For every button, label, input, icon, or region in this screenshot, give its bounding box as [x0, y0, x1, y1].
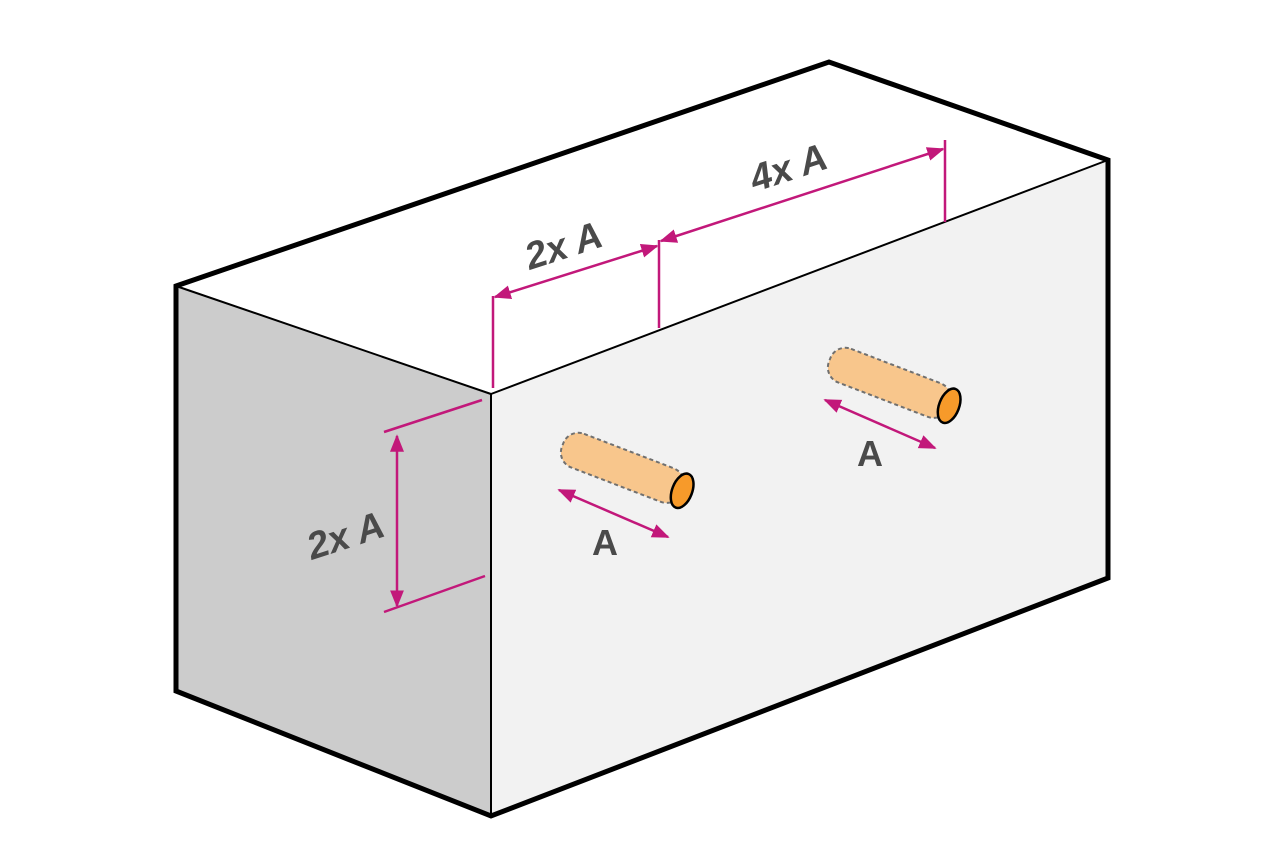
dowel-end — [669, 472, 695, 510]
edge-top-side — [175, 285, 492, 395]
label-dowel-2-A: A — [857, 433, 883, 474]
top-dimension — [491, 140, 947, 388]
edge-top-front — [490, 159, 1109, 395]
dowel-end — [936, 387, 962, 425]
side-face — [176, 286, 491, 816]
dim-arrow-4xA — [659, 147, 945, 243]
front-face — [491, 160, 1108, 816]
side-dimension — [383, 398, 486, 614]
side-extension-top — [383, 398, 483, 434]
top-face — [176, 62, 1108, 394]
dim-arrow-2xA — [493, 244, 659, 299]
block-outline — [173, 59, 1111, 819]
label-dowel-1-A: A — [592, 522, 618, 563]
dowel-2-dim-arrow — [823, 398, 937, 450]
dowel-1-dim-arrow — [557, 488, 670, 539]
dowel-1 — [559, 431, 695, 510]
